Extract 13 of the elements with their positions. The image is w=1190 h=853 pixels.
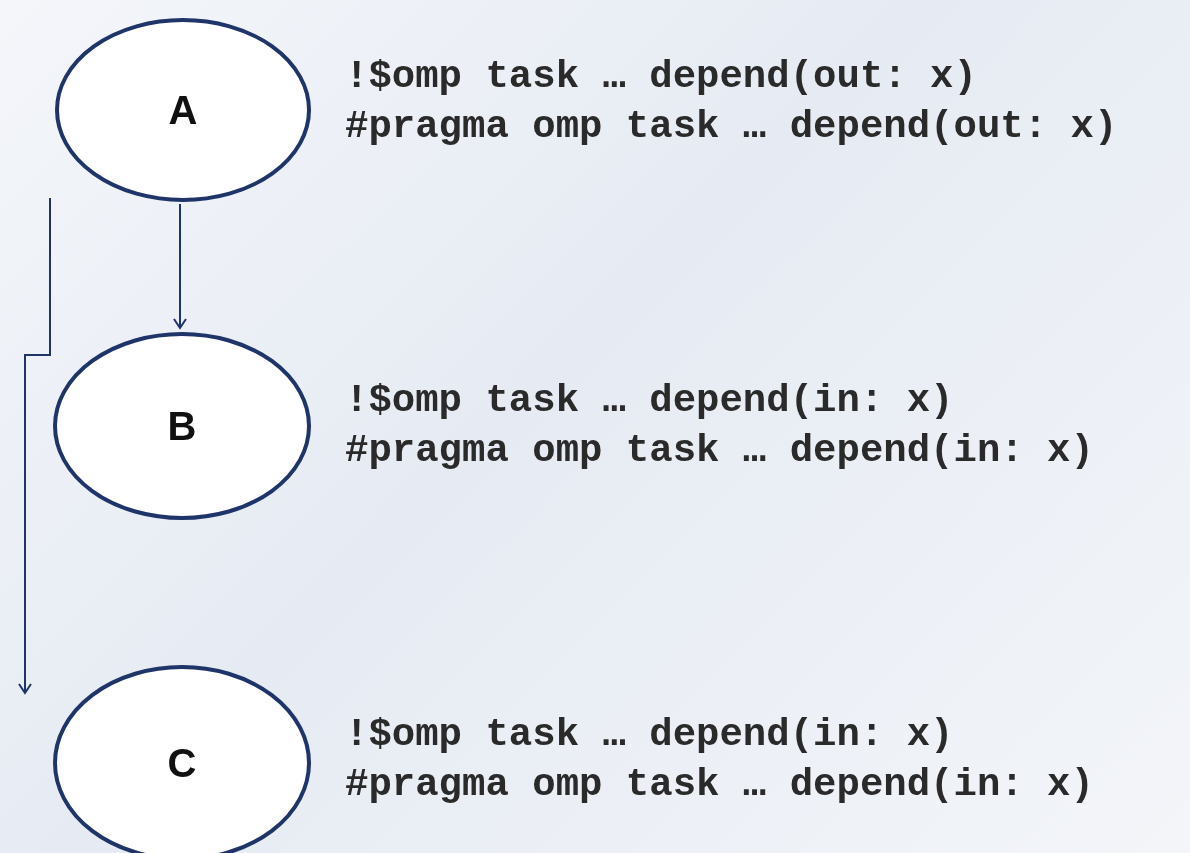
code-line: #pragma omp task … depend(in: x) (345, 762, 1094, 809)
code-line: #pragma omp task … depend(in: x) (345, 428, 1094, 475)
task-ellipse (53, 332, 311, 520)
task-label: C (167, 740, 197, 787)
code-line: #pragma omp task … depend(out: x) (345, 104, 1118, 151)
code-line: !$omp task … depend(in: x) (345, 712, 954, 759)
task-ellipse (55, 18, 311, 202)
code-line: !$omp task … depend(in: x) (345, 378, 954, 425)
task-label: B (167, 403, 197, 450)
task-label: A (168, 87, 198, 134)
arrow (18, 197, 51, 694)
code-line: !$omp task … depend(out: x) (345, 54, 977, 101)
arrow (173, 203, 187, 329)
